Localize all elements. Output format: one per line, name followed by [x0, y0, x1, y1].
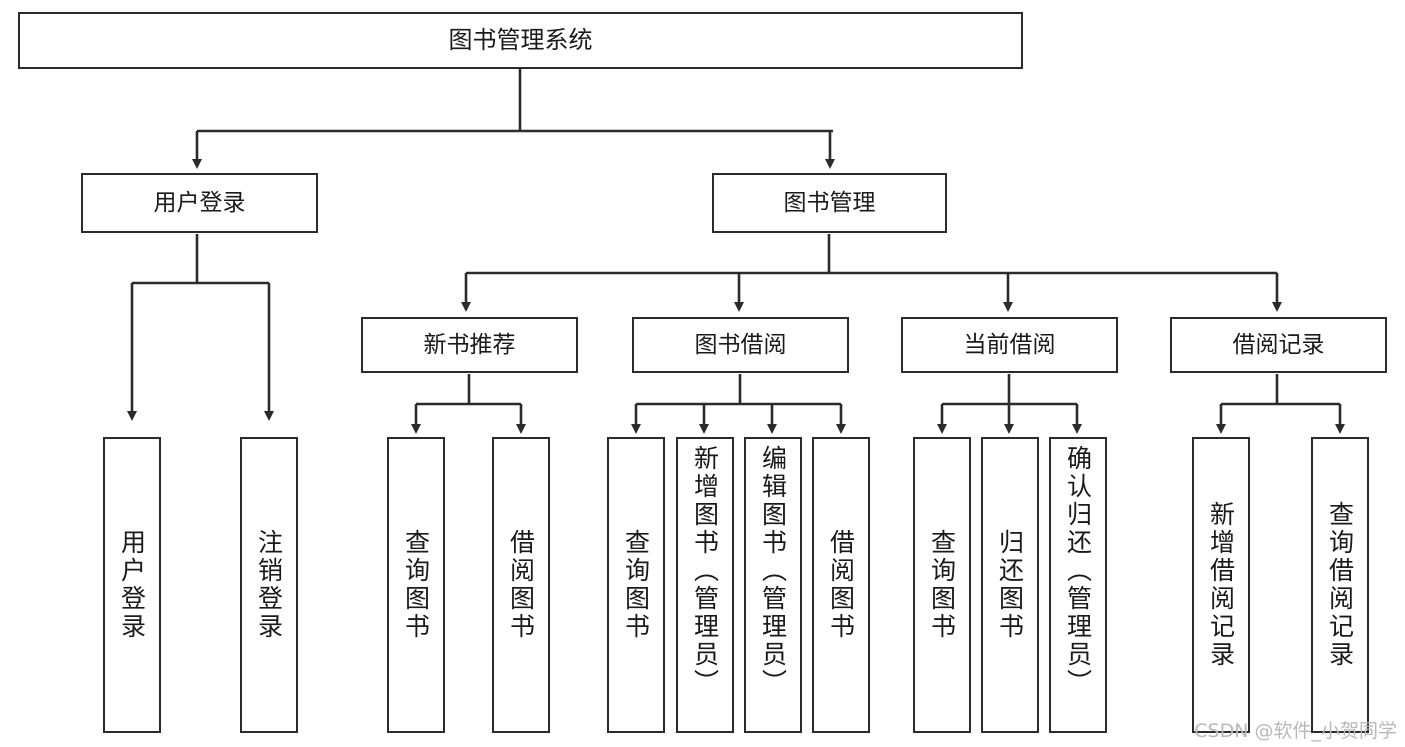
leaf-query-book-2[interactable]: 查询图书: [607, 437, 665, 733]
node-user-login-label: 用户登录: [153, 189, 246, 216]
node-root[interactable]: 图书管理系统: [18, 12, 1023, 69]
node-borrow-record[interactable]: 借阅记录: [1170, 317, 1387, 373]
node-borrow-record-label: 借阅记录: [1232, 331, 1325, 358]
leaf-borrow-book-2-label: 借阅图书: [826, 529, 856, 641]
csdn-watermark: CSDN @软件_小贺同学: [1194, 720, 1397, 742]
leaf-logout-label: 注销登录: [254, 529, 284, 641]
node-user-login[interactable]: 用户登录: [81, 173, 318, 233]
leaf-confirm-return-label: 确认归还（管理员）: [1063, 445, 1093, 697]
leaf-return-book[interactable]: 归还图书: [981, 437, 1039, 733]
node-book-manage[interactable]: 图书管理: [712, 173, 947, 233]
leaf-query-record[interactable]: 查询借阅记录: [1311, 437, 1369, 733]
leaf-add-record[interactable]: 新增借阅记录: [1192, 437, 1250, 733]
leaf-confirm-return[interactable]: 确认归还（管理员）: [1049, 437, 1107, 733]
leaf-user-login[interactable]: 用户登录: [103, 437, 161, 733]
leaf-add-book-label: 新增图书（管理员）: [690, 445, 720, 697]
leaf-query-record-label: 查询借阅记录: [1325, 501, 1355, 669]
leaf-edit-book-label: 编辑图书（管理员）: [758, 445, 788, 697]
leaf-query-book-3-label: 查询图书: [927, 529, 957, 641]
node-new-book-rec[interactable]: 新书推荐: [361, 317, 578, 373]
leaf-borrow-book-1[interactable]: 借阅图书: [492, 437, 550, 733]
node-book-borrow[interactable]: 图书借阅: [632, 317, 849, 373]
node-root-label: 图书管理系统: [448, 25, 593, 54]
leaf-add-record-label: 新增借阅记录: [1206, 501, 1236, 669]
leaf-borrow-book-2[interactable]: 借阅图书: [812, 437, 870, 733]
leaf-user-login-label: 用户登录: [117, 529, 147, 641]
leaf-query-book-1-label: 查询图书: [401, 529, 431, 641]
node-current-borrow[interactable]: 当前借阅: [901, 317, 1118, 373]
leaf-logout[interactable]: 注销登录: [240, 437, 298, 733]
leaf-query-book-1[interactable]: 查询图书: [387, 437, 445, 733]
leaf-borrow-book-1-label: 借阅图书: [506, 529, 536, 641]
leaf-return-book-label: 归还图书: [995, 529, 1025, 641]
leaf-query-book-3[interactable]: 查询图书: [913, 437, 971, 733]
leaf-add-book[interactable]: 新增图书（管理员）: [676, 437, 734, 733]
node-current-borrow-label: 当前借阅: [963, 331, 1056, 358]
node-new-book-rec-label: 新书推荐: [423, 331, 516, 358]
node-book-manage-label: 图书管理: [783, 189, 876, 216]
leaf-query-book-2-label: 查询图书: [621, 529, 651, 641]
leaf-edit-book[interactable]: 编辑图书（管理员）: [744, 437, 802, 733]
node-book-borrow-label: 图书借阅: [694, 331, 787, 358]
